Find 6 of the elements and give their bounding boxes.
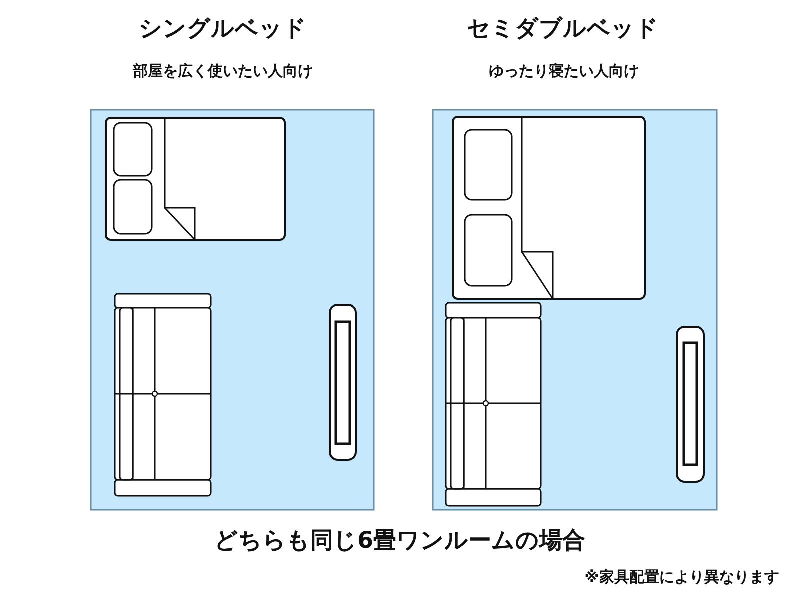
subheading: 部屋を広く使いたい人向け	[133, 62, 313, 81]
subheading: ゆったり寝たい人向け	[489, 62, 639, 81]
heading: シングルベッド	[139, 15, 307, 44]
footnote: ※家具配置により異なります	[584, 568, 780, 587]
caption: どちらも同じ6畳ワンルームの場合	[214, 527, 586, 556]
heading: セミダブルベッド	[467, 15, 659, 44]
